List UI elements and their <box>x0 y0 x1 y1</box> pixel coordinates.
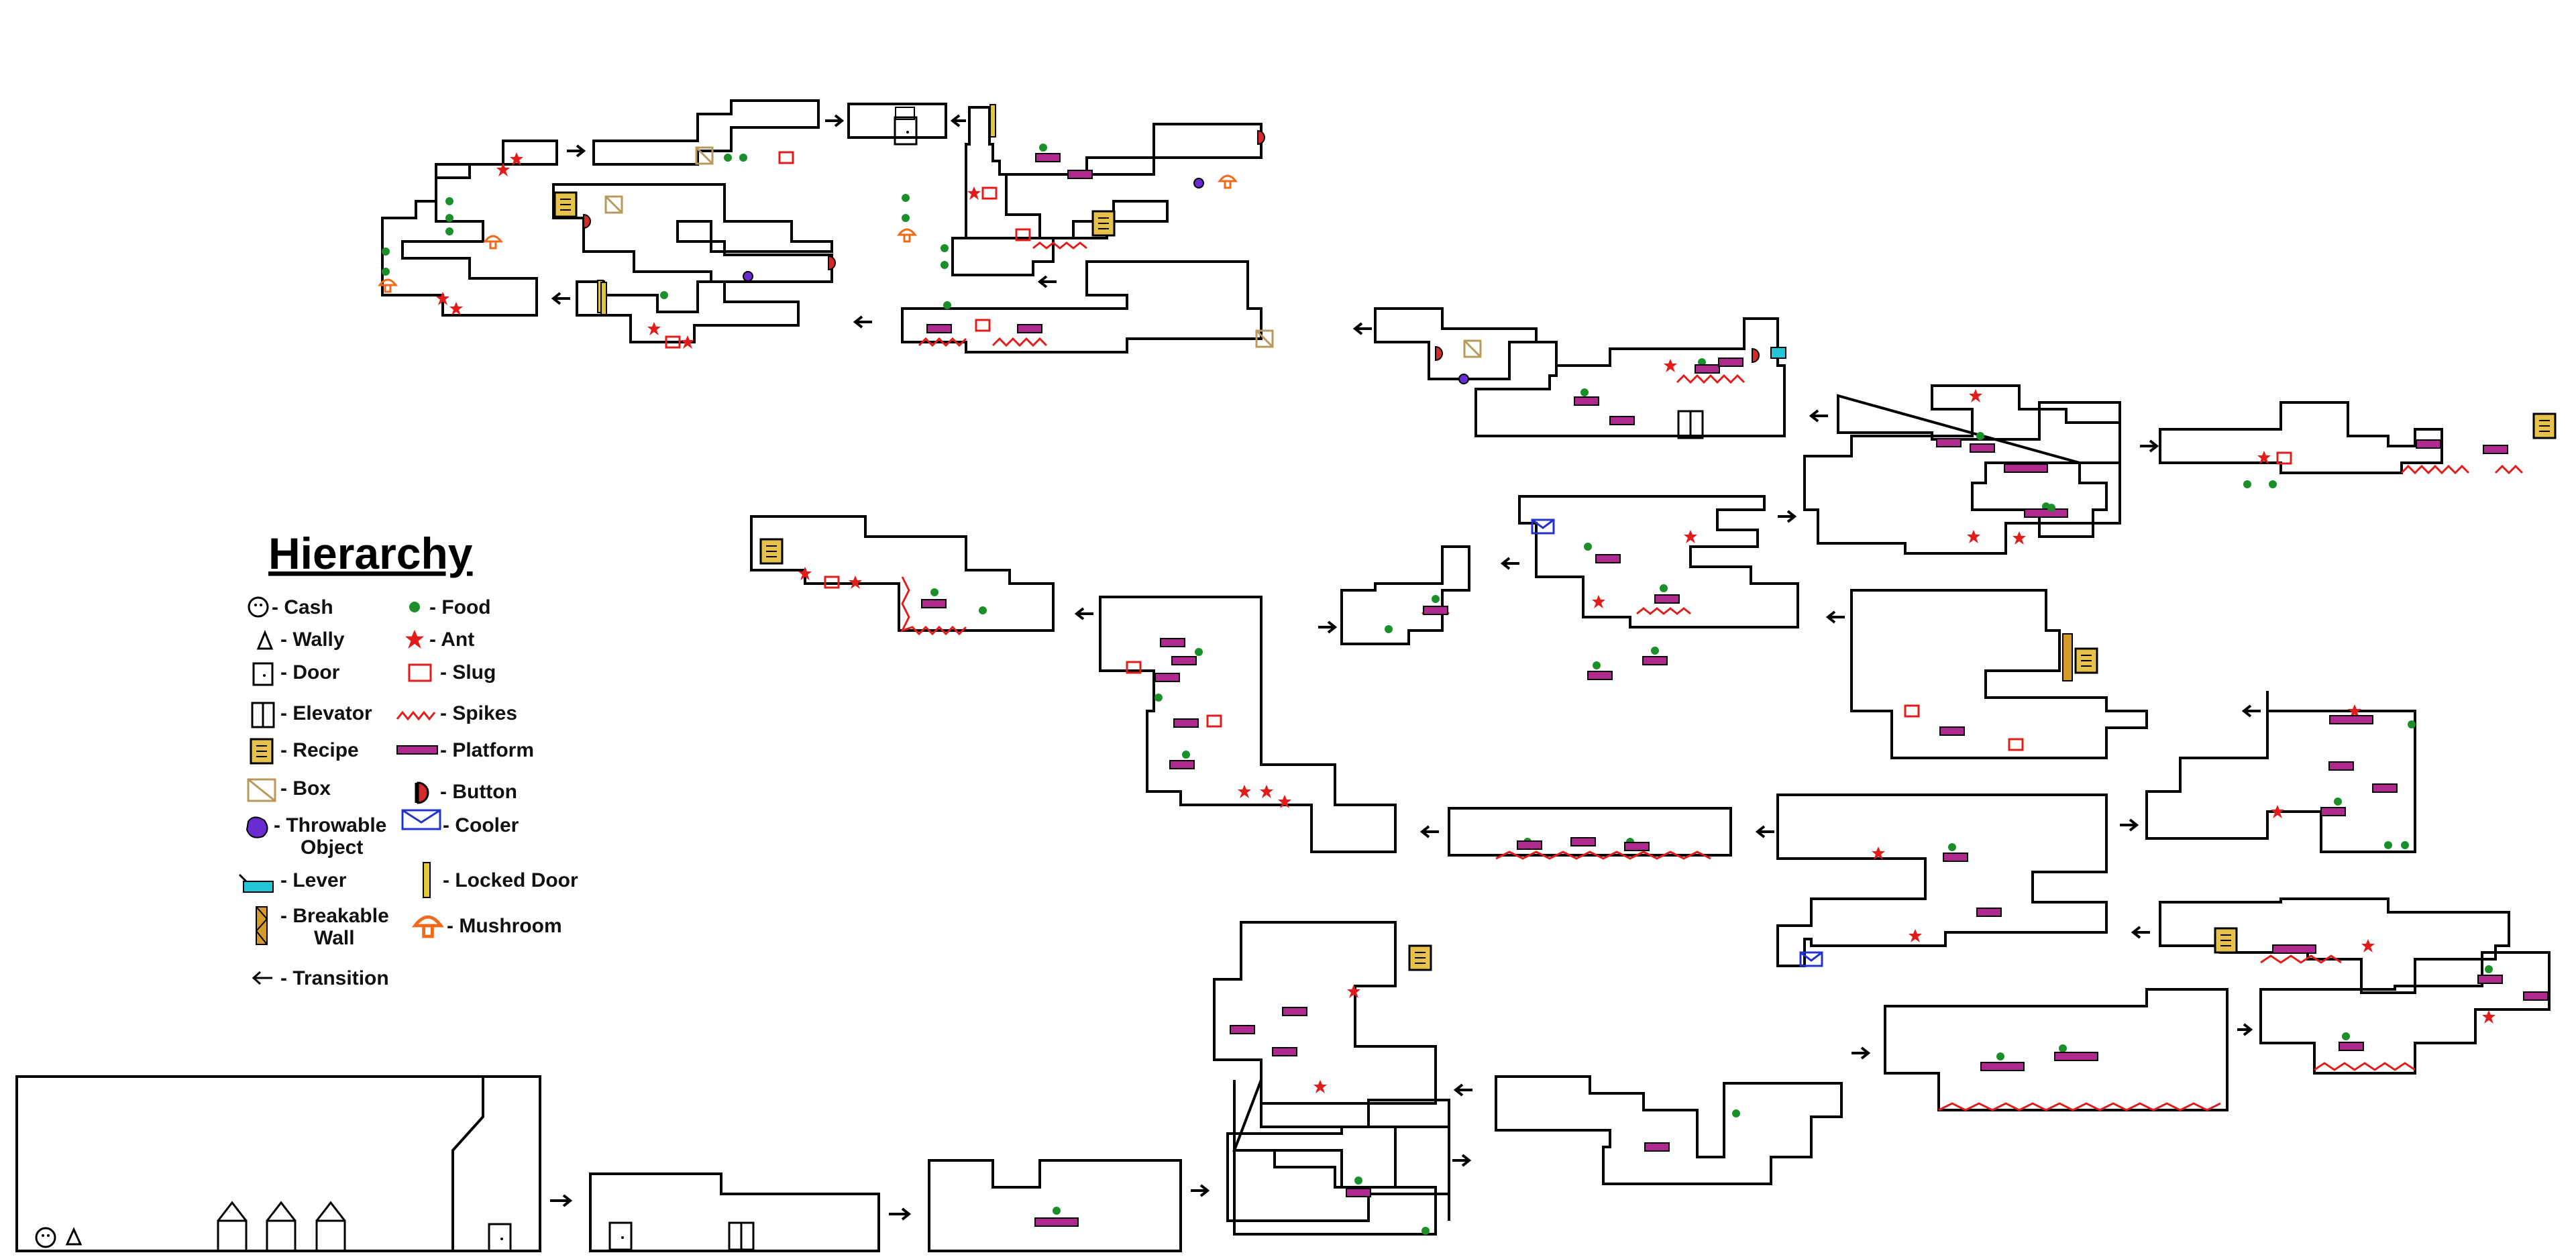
legend-cooler-label: - Cooler <box>443 814 519 836</box>
room <box>847 103 947 139</box>
ant-icon <box>405 630 424 649</box>
room <box>2145 691 2416 853</box>
spikes-icon <box>396 710 436 721</box>
room <box>951 200 1169 276</box>
legend-transition-label: - Transition <box>280 967 389 989</box>
room <box>1099 596 1397 853</box>
slug-icon <box>408 663 432 682</box>
cooler-icon <box>401 809 441 830</box>
legend-breakable-label: - Breakable <box>280 905 389 927</box>
room <box>1374 307 1786 437</box>
room <box>1850 589 2148 759</box>
button-icon <box>415 781 429 804</box>
room <box>589 1172 880 1252</box>
legend-food-label: - Food <box>429 596 491 618</box>
legend-button-label: - Button <box>440 781 517 803</box>
legend-throwable-label-2: Object <box>301 836 363 859</box>
legend-elevator-label: - Elevator <box>280 702 372 724</box>
cash-icon <box>248 596 269 618</box>
recipe-icon <box>250 738 274 765</box>
legend-platform-label: - Platform <box>440 739 534 761</box>
legend-door-label: - Door <box>280 661 340 683</box>
legend-wally-label: - Wally <box>280 628 345 651</box>
transition-arrows <box>550 114 2261 1221</box>
platform-icon <box>396 745 438 755</box>
door-icon <box>252 662 274 686</box>
box-icon <box>247 778 276 802</box>
room <box>1495 1075 1843 1185</box>
map-objects <box>35 104 2557 1252</box>
starting-room <box>15 1075 541 1252</box>
room <box>1340 545 1470 645</box>
legend-cash-label: - Cash <box>272 596 333 618</box>
room-outlines <box>15 99 2551 1252</box>
room <box>2159 401 2443 474</box>
room <box>750 515 1055 632</box>
elevator-icon <box>251 702 275 728</box>
room <box>1232 1079 1450 1189</box>
locked-door-icon <box>423 862 431 898</box>
legend-recipe-label: - Recipe <box>280 739 359 761</box>
legend-ant-label: - Ant <box>429 628 474 651</box>
legend-lever-label: - Lever <box>280 869 347 891</box>
room <box>1803 384 2121 555</box>
room <box>1776 793 2108 967</box>
throwable-object-icon <box>246 816 268 838</box>
legend-mushroom-label: - Mushroom <box>447 915 562 937</box>
legend: Hierarchy - Cash - Food - Wally - Ant - … <box>238 529 578 989</box>
breakable-wall-icon <box>255 906 268 945</box>
room <box>1837 394 2121 538</box>
room <box>552 183 833 283</box>
room <box>1213 921 1437 1105</box>
legend-locked-door-label: - Locked Door <box>443 869 578 891</box>
legend-slug-label: - Slug <box>440 661 496 683</box>
transition-arrow-icon <box>252 971 272 985</box>
room <box>2159 897 2510 994</box>
legend-box-label: - Box <box>280 777 331 800</box>
room <box>2259 951 2551 1075</box>
room <box>1226 1126 1450 1222</box>
room <box>901 260 1263 353</box>
lever-icon <box>238 873 274 893</box>
room <box>1884 988 2229 1111</box>
legend-breakable-label-2: Wall <box>314 927 355 949</box>
room <box>1448 807 1732 857</box>
mushroom-icon <box>415 917 441 936</box>
room <box>1518 495 1799 628</box>
legend-spikes-label: - Spikes <box>440 702 517 724</box>
wally-icon <box>256 630 274 650</box>
legend-throwable-label: - Throwable <box>274 814 386 836</box>
food-icon <box>409 602 420 612</box>
room <box>592 99 820 166</box>
room <box>381 140 558 317</box>
room <box>576 280 800 343</box>
room <box>928 1159 1182 1252</box>
legend-title: Hierarchy <box>268 529 473 578</box>
